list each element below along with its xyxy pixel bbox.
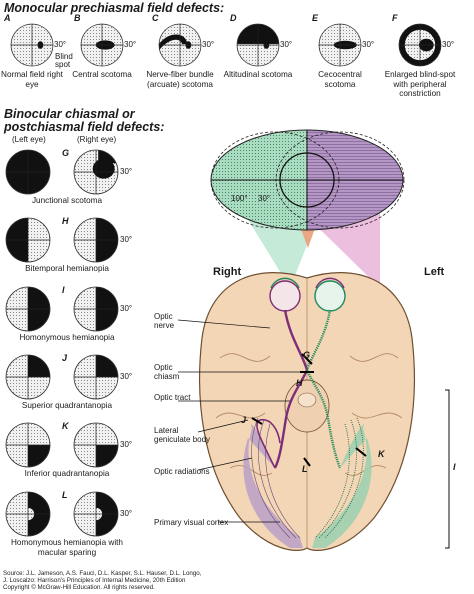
label-left-side: Left <box>424 266 445 278</box>
bino-right-field-L <box>73 491 119 537</box>
bino-caption-J: Superior quadrantanopia <box>21 401 113 410</box>
brain-gyri <box>215 353 403 476</box>
visual-pathway-diagram <box>177 129 450 551</box>
mono-degree-E: 30° <box>362 40 375 49</box>
label-optic-chiasm: Optic chiasm <box>154 363 180 381</box>
meyer-loop-right <box>256 418 281 469</box>
mono-letter-E: E <box>312 13 319 23</box>
bino-right-field-K <box>73 422 119 468</box>
mono-letter-A: A <box>4 13 11 23</box>
marker-H: H <box>296 378 303 388</box>
lesion-mark-G <box>301 353 313 365</box>
binocular-title-line2: postchiasmal field defects: <box>4 120 165 134</box>
bino-caption-G: Junctional scotoma <box>31 196 103 205</box>
source-line1: Source: J.L. Jameson, A.S. Fauci, D.L. K… <box>3 570 202 577</box>
bino-right-field-I <box>73 286 119 332</box>
label-optic-nerve: Optic nerve <box>154 312 175 330</box>
mono-letter-D: D <box>230 13 237 23</box>
right-optic-nerve <box>283 309 309 371</box>
bino-letter-I: I <box>62 285 65 295</box>
bino-degree-K: 30° <box>120 440 133 449</box>
left-optic-nerve <box>305 309 332 371</box>
marker-K: K <box>378 449 385 459</box>
right-eyeball <box>269 280 301 312</box>
label-optic-radiations: Optic radiations <box>154 467 210 476</box>
mono-letter-B: B <box>74 13 81 23</box>
label-right-side: Right <box>213 266 242 278</box>
source-line3: Copyright © McGraw-Hill Education. All r… <box>3 584 155 591</box>
mono-caption-D: Altitudinal scotoma <box>223 70 293 79</box>
lesion-mark-K <box>355 447 367 457</box>
lesion-mark-J <box>251 417 263 425</box>
bino-letter-G: G <box>62 148 70 158</box>
label-visual-cortex: Primary visual cortex <box>154 518 229 527</box>
bino-right-field-G <box>73 149 119 195</box>
marker-G: G <box>303 350 311 360</box>
bino-left-field-I <box>5 286 51 332</box>
bino-degree-H: 30° <box>120 235 133 244</box>
mono-field-C <box>158 23 202 67</box>
marker-J: J <box>241 415 247 425</box>
mono-caption-B: Central scotoma <box>72 70 132 79</box>
bino-caption-H: Bitemporal hemianopia <box>25 264 109 273</box>
bino-letter-K: K <box>62 421 69 431</box>
source-line2: J. Loscalzo: Harrison's Principles of In… <box>3 577 186 584</box>
mono-letter-F: F <box>392 13 398 23</box>
right-eye-heading: (Right eye) <box>77 135 117 144</box>
mono-caption-A: Normal field right eye <box>1 70 63 89</box>
label-lgb: Lateral geniculate body <box>154 426 211 444</box>
mono-degree-A: 30° <box>54 40 67 49</box>
left-optic-tract <box>305 369 342 469</box>
bino-degree-I: 30° <box>120 304 133 313</box>
binocular-title-line1: Binocular chiasmal or <box>4 107 135 121</box>
left-eyeball <box>314 280 346 312</box>
left-eye-heading: (Left eye) <box>12 135 46 144</box>
mono-field-B <box>80 23 124 67</box>
bino-letter-L: L <box>62 490 68 500</box>
bino-left-field-G <box>5 149 51 195</box>
mono-degree-C: 30° <box>202 40 215 49</box>
bino-letter-J: J <box>62 353 68 363</box>
right-optic-radiations <box>243 424 303 548</box>
mono-field-A <box>10 23 54 67</box>
mono-field-D <box>236 23 280 67</box>
right-optic-tract <box>273 369 309 469</box>
monocular-title: Monocular prechiasmal field defects: <box>4 1 225 15</box>
mono-degree-B: 30° <box>124 40 137 49</box>
label-optic-tract: Optic tract <box>154 393 191 402</box>
label-30-degrees: 30° <box>258 194 271 203</box>
mono-caption-F: Enlarged blind-spot with peripheral cons… <box>384 70 456 98</box>
mono-degree-F: 30° <box>442 40 455 49</box>
marker-L: L <box>302 464 308 474</box>
bino-degree-G: 30° <box>120 167 133 176</box>
leader-lines <box>177 319 302 523</box>
bino-left-field-H <box>5 217 51 263</box>
bino-caption-L: Homonymous hemianopia with macular spari… <box>11 538 123 557</box>
lesion-mark-L <box>303 457 311 467</box>
mono-field-F <box>398 23 442 67</box>
midbrain <box>297 392 317 408</box>
bino-right-field-J <box>73 354 119 400</box>
bino-left-field-K <box>5 422 51 468</box>
left-optic-radiations <box>312 424 372 548</box>
bino-letter-H: H <box>62 216 69 226</box>
bino-caption-I: Homonymous hemianopia <box>19 333 115 342</box>
bino-degree-L: 30° <box>120 509 133 518</box>
mono-field-E <box>318 23 362 67</box>
bino-right-field-H <box>73 217 119 263</box>
label-100-degrees: 100° <box>231 194 248 203</box>
mono-degree-D: 30° <box>280 40 293 49</box>
bracket-I <box>445 389 450 549</box>
blind-spot-label: Blind spot <box>55 52 73 69</box>
marker-I: I <box>453 462 456 472</box>
bino-left-field-J <box>5 354 51 400</box>
bino-degree-J: 30° <box>120 372 133 381</box>
mono-letter-C: C <box>152 13 159 23</box>
mono-caption-C: Nerve-fiber bundle (arcuate) scotoma <box>146 70 214 89</box>
mono-caption-E: Cecocentral scotoma <box>318 70 362 89</box>
bino-caption-K: Inferior quadrantanopia <box>24 469 110 478</box>
bino-left-field-L <box>5 491 51 537</box>
